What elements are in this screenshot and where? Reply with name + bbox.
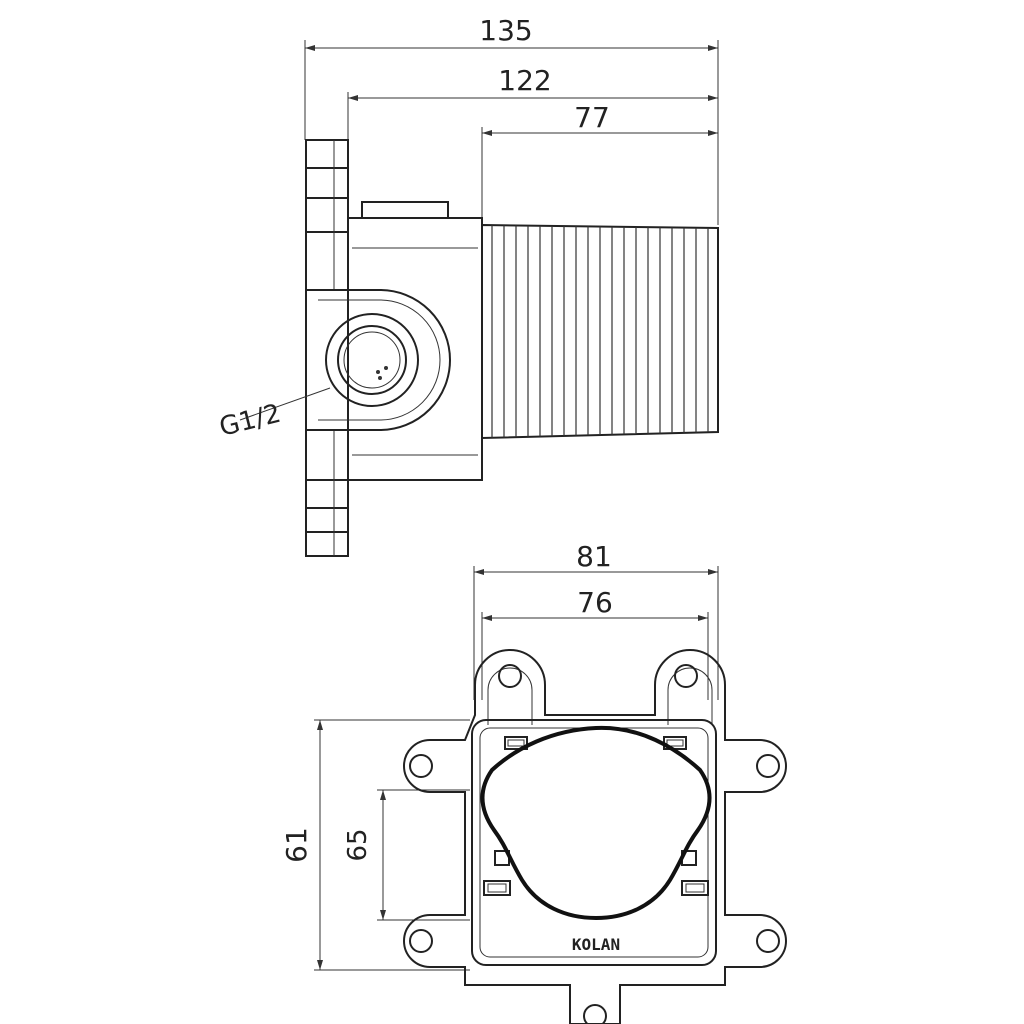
dim-thread-label: 77 [574, 101, 610, 134]
brand-label: KOLAN [572, 935, 620, 954]
dimension-overall: 135 [304, 14, 719, 225]
dim-width-inner-label: 76 [577, 586, 613, 619]
valve-body [305, 201, 483, 481]
mounting-hole-bottom-left [409, 929, 433, 953]
mounting-frame [403, 649, 787, 1024]
mounting-hole-mid-left [409, 754, 433, 778]
seal-ring [480, 725, 712, 921]
mounting-hole-top-left [498, 664, 522, 688]
front-view: 81 76 61 65 [280, 540, 787, 1024]
mounting-hole-bottom-right [756, 929, 780, 953]
threaded-barrel [481, 223, 719, 440]
dimension-thread: 77 [481, 101, 718, 225]
dimension-height-outer: 61 [280, 719, 470, 971]
inlet-callout: G1/2 [216, 387, 331, 443]
dimension-width-inner: 76 [481, 586, 709, 700]
mounting-holes [409, 664, 780, 1024]
mounting-hole-mid-right [756, 754, 780, 778]
frame-details [483, 736, 709, 896]
dim-height-outer-label: 61 [280, 827, 313, 863]
inlet-port [325, 313, 419, 407]
side-view: 135 122 77 [216, 14, 719, 557]
dim-overall-label: 135 [479, 14, 532, 47]
dim-height-inner-label: 65 [343, 828, 373, 861]
dimension-width-outer: 81 [473, 540, 719, 700]
dimension-body: 122 [347, 64, 718, 140]
dim-width-outer-label: 81 [576, 540, 612, 573]
mounting-hole-bottom-center [583, 1004, 607, 1024]
thread-lines [491, 225, 709, 438]
dimension-height-inner: 65 [343, 789, 470, 921]
dim-body-label: 122 [498, 64, 551, 97]
inlet-size-label: G1/2 [216, 399, 283, 443]
mounting-hole-top-right [674, 664, 698, 688]
